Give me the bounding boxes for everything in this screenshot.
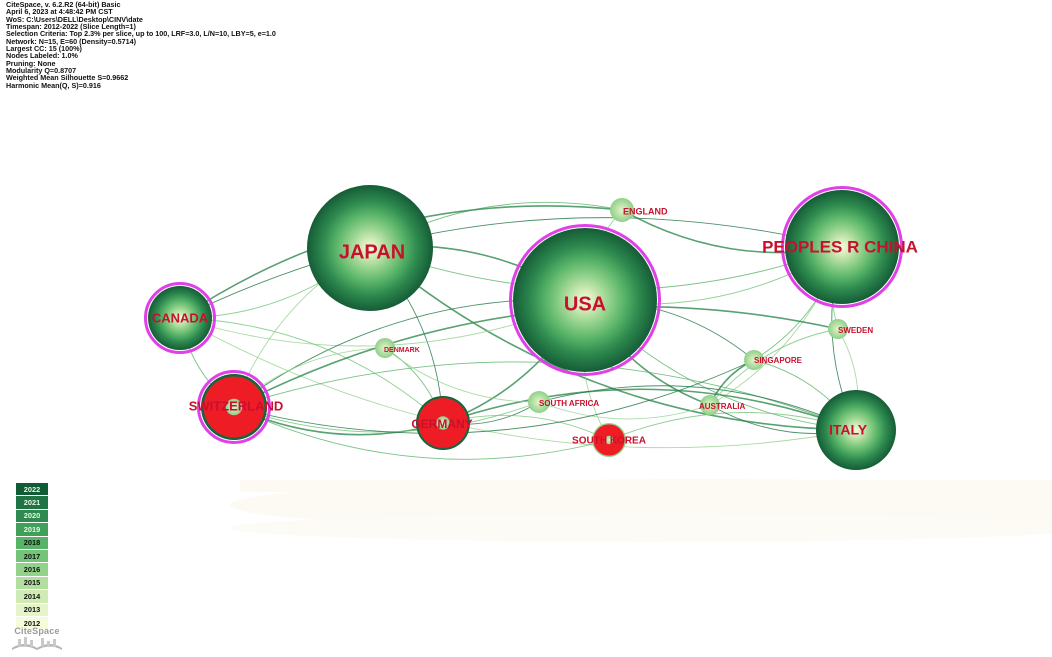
node-label-england: ENGLAND [623,206,668,216]
node-label-australia: AUSTRALIA [699,402,745,411]
summary-line: Harmonic Mean(Q, S)=0.916 [6,80,101,90]
node-centrality-ring-usa [509,224,661,376]
edge-south_africa-australia [538,401,711,420]
node-centrality-ring-china [781,186,903,308]
summary-line: WoS: C:\Users\DELL\Desktop\CINV\date [6,14,143,24]
node-label-canada: CANADA [152,310,209,325]
label-layer: JAPAN USA PEOPLES R CHINA ENGLAND CANADA DENM… [152,206,918,446]
edge-japan-italy [369,247,857,431]
summary-line: Pruning: None [6,58,56,68]
summary-line: Modularity Q=0.8707 [6,66,77,76]
legend-year-2017: 2017 [16,549,48,564]
legend-year-2021: 2021 [16,496,48,510]
edge-canada-germany [179,317,444,424]
legend-year-2013: 2013 [16,603,48,617]
summary-line: Selection Criteria: Top 2.3% per slice, … [6,29,276,39]
edge-switzerland-italy [233,361,857,431]
legend-year-2015: 2015 [16,576,48,591]
node-core-south_korea [604,435,614,445]
node-singapore[interactable] [744,350,764,370]
summary-line: April 6, 2023 at 4:48:42 PM CST [6,7,113,17]
node-label-singapore: SINGAPORE [754,356,803,365]
node-centrality-ring-canada [144,282,216,354]
node-usa[interactable] [513,228,657,372]
edge-singapore-switzerland [233,359,755,434]
node-label-usa: USA [564,293,606,315]
summary-line: Weighted Mean Silhouette S=0.9662 [6,73,129,83]
edge-switzerland-south_korea [233,406,610,460]
summary-line: Timespan: 2012-2022 (Slice Length=1) [6,22,136,32]
summary-line: Largest CC: 15 (100%) [6,44,82,54]
summary-line: Network: N=15, E=60 (Density=0.5714) [6,36,137,46]
node-label-switzerland: SWITZERLAND [189,398,284,413]
edge-canada-china [179,217,843,319]
node-core-switzerland [225,398,243,416]
node-centrality-ring-switzerland [197,370,271,444]
node-label-sweden: SWEDEN [838,326,873,335]
node-core-germany [436,416,450,430]
logo-book-icon [12,637,62,650]
node-label-south_korea: SOUTH KOREA [572,436,646,447]
legend-year-2016: 2016 [16,563,48,577]
edge-germany-italy [442,388,857,431]
node-label-italy: ITALY [829,422,868,438]
edge-denmark-south_africa [384,347,540,403]
node-england[interactable] [610,198,634,222]
citespace-logo: CiteSpace [8,626,66,654]
node-label-japan: JAPAN [339,241,405,263]
node-label-china: PEOPLES R CHINA [762,237,918,256]
node-label-denmark: DENMARK [384,347,420,354]
summary-line: CiteSpace, v. 6.2.R2 (64-bit) Basic [6,0,121,9]
node-denmark[interactable] [375,338,395,358]
legend-year-2019: 2019 [16,523,48,537]
legend-year-2018: 2018 [16,536,48,550]
edge-south_africa-italy [538,385,857,431]
node-sweden[interactable] [828,319,848,339]
watermark [230,479,1052,542]
node-australia[interactable] [700,395,720,415]
node-south_africa[interactable] [528,391,550,413]
legend-year-2022: 2022 [16,483,48,497]
node-china[interactable] [785,190,899,304]
node-japan[interactable] [307,185,433,311]
edge-layer [179,201,859,460]
legend-year-2014: 2014 [16,590,48,604]
logo-text: CiteSpace [14,626,60,636]
node-label-germany: GERMANY [411,417,472,431]
legend-year-2012: 2012 [16,616,48,631]
node-label-south_africa: SOUTH AFRICA [539,399,599,408]
node-layer [144,185,903,470]
edge-canada-italy [179,317,857,449]
edge-sweden-australia [709,328,839,406]
legend-year-2020: 2020 [16,509,48,524]
node-italy[interactable] [816,390,896,470]
node-canada[interactable] [148,286,212,350]
summary-line: Nodes Labeled: 1.0% [6,51,78,61]
